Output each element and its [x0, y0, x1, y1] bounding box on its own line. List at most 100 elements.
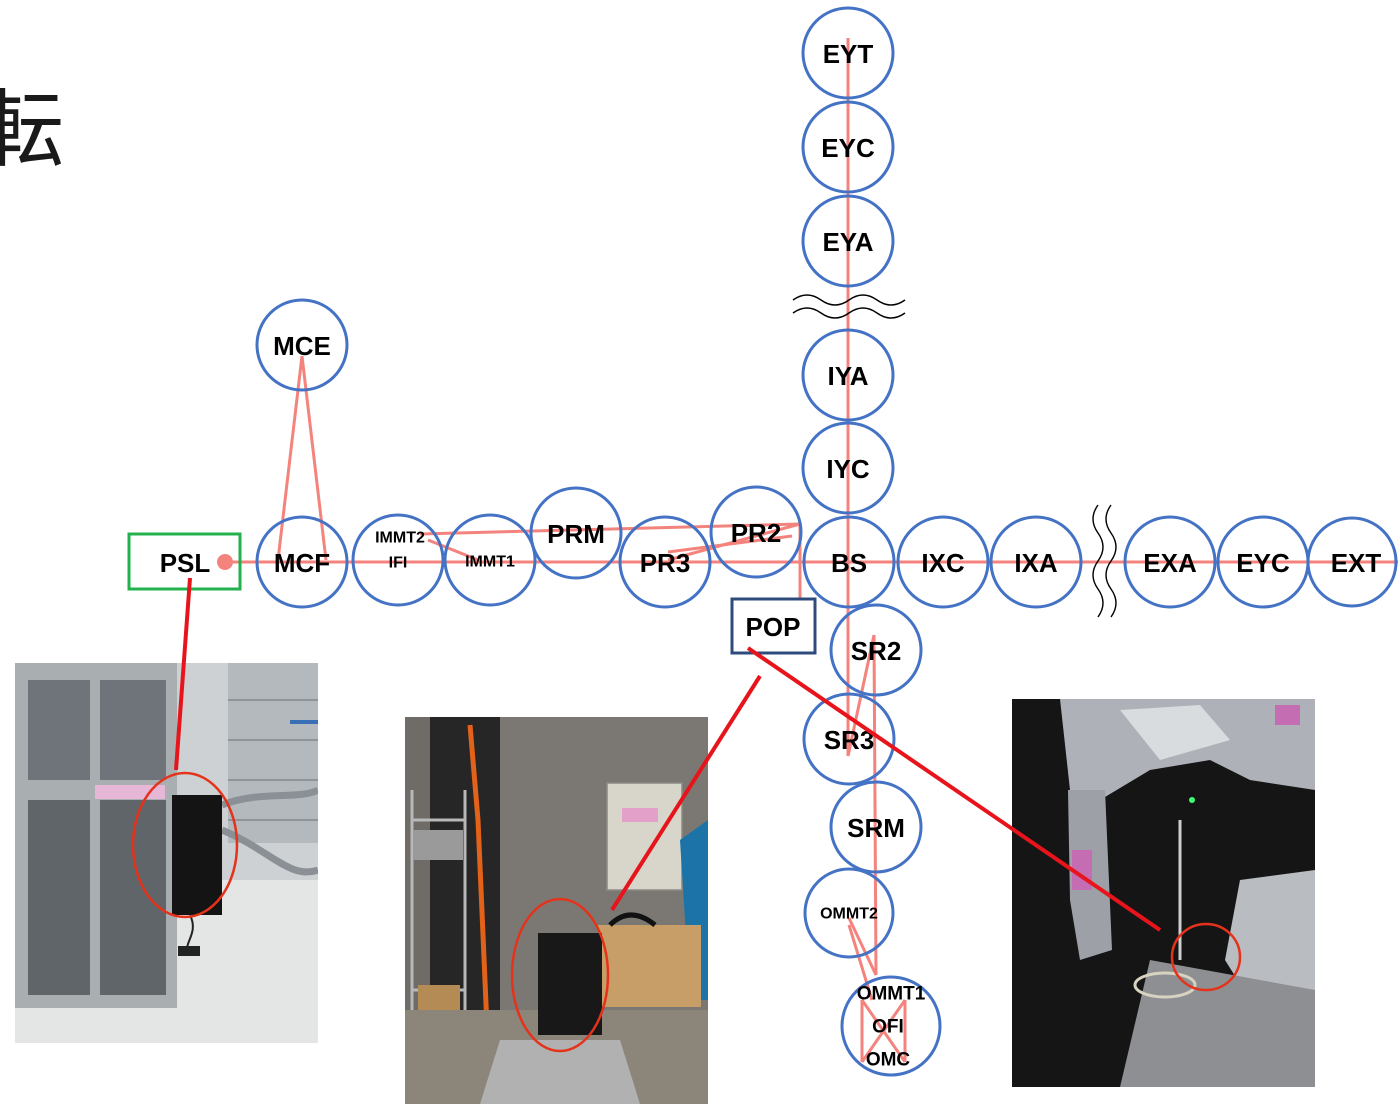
- beam-omc-cross-b: [860, 999, 907, 1063]
- pop-box: POP: [730, 597, 817, 655]
- photo-blue-tape: [290, 720, 318, 724]
- beam-sr-vertical: [872, 634, 878, 976]
- photo-cabinet-pane: [100, 680, 166, 780]
- photo-speaker: [538, 933, 602, 1035]
- photo-cabinet-pane: [28, 680, 90, 780]
- photo-green-led: [1189, 797, 1195, 803]
- photo-tube-ring: [1133, 971, 1197, 999]
- pop-label: POP: [746, 612, 801, 642]
- node-iyc: IYC: [801, 421, 895, 515]
- node-label: SR2: [851, 636, 902, 666]
- node-prm: PRM: [529, 486, 623, 580]
- node-ixc: IXC: [896, 515, 990, 609]
- node-ixa: IXA: [989, 515, 1083, 609]
- node-ommt1-ofi-omc: OMMT1 OFI OMC: [840, 975, 942, 1077]
- node-label: IXA: [1014, 548, 1058, 578]
- photo-psl-area: [15, 663, 318, 1043]
- pointer-pop-to-right-photo: [746, 646, 1162, 932]
- node-label: BS: [831, 548, 867, 578]
- node-mce: MCE: [255, 298, 349, 392]
- node-label: PR2: [731, 518, 782, 548]
- photo-pink-cover: [1275, 705, 1300, 725]
- photo-cabinet-pane: [28, 800, 90, 995]
- node-immt1: IMMT1: [443, 513, 537, 607]
- node-label: EYA: [822, 227, 873, 257]
- beam-pr3-pr2-b: [667, 534, 793, 554]
- break-wave: [1105, 504, 1117, 618]
- beam-upper-horizontal: [419, 522, 801, 536]
- beam-immt-diagonal: [427, 538, 479, 562]
- laser-output-dot: [217, 554, 233, 570]
- node-immt2-ifi: IMMT2 IFI: [351, 513, 445, 607]
- node-label: PR3: [640, 548, 691, 578]
- x-arm-break-mark: [1092, 504, 1117, 618]
- break-wave: [792, 307, 906, 319]
- photo-cardboard-box: [598, 925, 701, 1007]
- photo-speaker: [172, 795, 222, 915]
- node-srm: SRM: [829, 780, 923, 874]
- photo-highlight-ring: [1170, 922, 1242, 992]
- break-wave: [792, 294, 906, 306]
- node-label: EXT: [1331, 548, 1382, 578]
- node-label: IYA: [828, 361, 869, 391]
- photo-orange-cable: [467, 724, 491, 1051]
- photo-floor: [15, 1005, 180, 1043]
- node-label: OMMT2: [820, 906, 878, 923]
- node-eya: EYA: [801, 194, 895, 288]
- node-label: EXA: [1143, 548, 1197, 578]
- photo-highlight-ring: [510, 897, 610, 1053]
- node-label: SRM: [847, 813, 905, 843]
- photo-walkway: [480, 1040, 640, 1104]
- node-ext: EXT: [1306, 516, 1398, 608]
- node-label: EYT: [823, 39, 874, 69]
- node-label: EYC: [1236, 548, 1290, 578]
- node-mcf: MCF: [255, 515, 349, 609]
- photo-hose: [220, 786, 318, 809]
- node-pr2: PR2: [709, 485, 803, 579]
- photo-highlight-ring: [131, 771, 239, 919]
- photo-foil-highlight: [1120, 705, 1230, 760]
- beam-ommt2-a: [847, 917, 878, 976]
- psl-label: PSL: [160, 548, 211, 578]
- beam-ommt2-b: [847, 924, 874, 1001]
- node-bs: BS: [802, 515, 896, 609]
- photo-electrical-cabinet: [606, 782, 683, 891]
- pointer-pop-to-left-photo: [610, 674, 762, 912]
- node-label: OFI: [872, 1017, 904, 1038]
- photo-table: [1120, 960, 1315, 1087]
- photo-headphones: [608, 912, 657, 928]
- photo-shelf-unit: [228, 663, 318, 843]
- pop-frame: [730, 597, 817, 655]
- break-wave: [1092, 504, 1104, 618]
- title-fragment: 転: [0, 81, 65, 179]
- node-label: MCE: [273, 331, 331, 361]
- pointer-psl-to-photo: [174, 577, 192, 771]
- node-label: OMC: [866, 1050, 911, 1071]
- node-label: MCF: [274, 548, 330, 578]
- psl-box: PSL: [127, 532, 242, 591]
- node-label: IYC: [826, 454, 870, 484]
- node-label: OMMT1: [857, 984, 926, 1005]
- node-iya: IYA: [801, 328, 895, 422]
- node-label: EYC: [821, 133, 875, 163]
- node-label: IFI: [389, 555, 408, 572]
- y-arm-break-mark: [792, 294, 906, 319]
- photo-cabinet-label: [622, 808, 658, 822]
- photo-foil: [1225, 870, 1315, 1010]
- node-eyc-top: EYC: [801, 100, 895, 194]
- node-label: PRM: [547, 519, 605, 549]
- node-exa: EXA: [1123, 515, 1217, 609]
- node-eyt: EYT: [801, 6, 895, 100]
- node-pr3: PR3: [618, 515, 712, 609]
- photo-chamber-area: [1012, 699, 1315, 1087]
- node-label: IXC: [921, 548, 965, 578]
- psl-frame: [127, 532, 242, 591]
- node-ommt2: OMMT2: [803, 867, 895, 959]
- photo-rack-item: [413, 830, 463, 860]
- node-label: IMMT2: [375, 530, 425, 547]
- photo-pop-area: [405, 717, 708, 1104]
- photo-adapter: [178, 946, 200, 956]
- node-sr2: SR2: [829, 603, 923, 697]
- node-label: IMMT1: [465, 554, 515, 571]
